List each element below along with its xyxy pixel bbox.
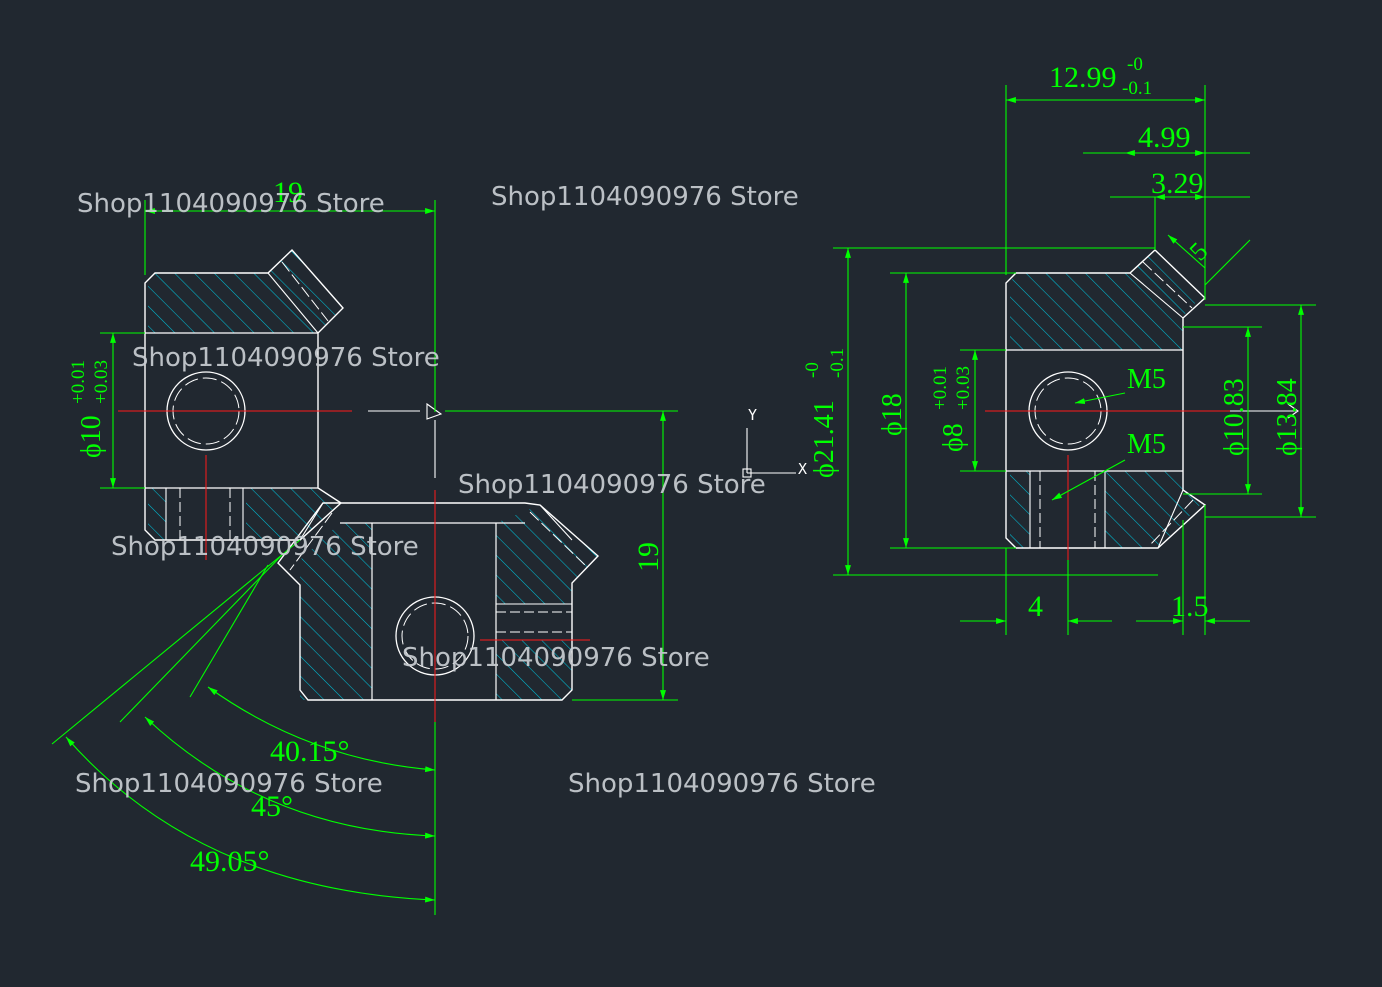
right-outer-diameter: ϕ21.41 bbox=[809, 400, 840, 478]
right-hub-diameter: ϕ18 bbox=[877, 393, 908, 436]
left-gear-lower bbox=[277, 490, 600, 722]
watermarks: Shop1104090976 Store Shop1104090976 Stor… bbox=[75, 182, 876, 799]
angle-dim-3: 49.05° bbox=[190, 845, 270, 878]
right-bore-diameter: ϕ8 bbox=[938, 423, 969, 452]
right-dim-lines bbox=[833, 85, 1316, 635]
right-overall-tol-upper: -0 bbox=[1127, 54, 1143, 75]
right-overall-width: 12.99 bbox=[1049, 61, 1117, 94]
right-thread-top: M5 bbox=[1127, 364, 1166, 395]
right-dim-a: 4.99 bbox=[1138, 121, 1191, 154]
lower-tooth-left-line bbox=[299, 502, 324, 541]
right-pitch-bottom bbox=[1149, 499, 1194, 546]
watermark-7: Shop1104090976 Store bbox=[75, 769, 383, 799]
watermark-8: Shop1104090976 Store bbox=[568, 769, 876, 799]
left-view: Y X 19 19 ϕ10 +0.01 +0.03 40 bbox=[51, 176, 807, 915]
right-outer-tol-upper: -0 bbox=[802, 362, 823, 378]
lower-pitch-left bbox=[289, 512, 333, 571]
left-width-dim: 19 bbox=[273, 176, 303, 209]
right-dim-b: 3.29 bbox=[1151, 167, 1204, 200]
upper-pitch-line bbox=[281, 261, 329, 322]
upper-hatch-top bbox=[148, 250, 343, 333]
left-bore-tol-upper: +0.01 bbox=[68, 360, 89, 404]
left-bore-tol-lower: +0.03 bbox=[91, 360, 112, 404]
right-view: 12.99 -0 -0.1 4.99 3.29 5 ϕ21.41 -0 -0.1… bbox=[802, 54, 1316, 635]
right-tooth-line-bottom bbox=[1157, 489, 1184, 549]
ucs-y-label: Y bbox=[748, 406, 757, 424]
upper-hatch-bottom-left bbox=[148, 488, 166, 540]
lower-hatch-right-bottom bbox=[496, 640, 572, 700]
left-bore-dim: ϕ10 +0.01 +0.03 bbox=[68, 360, 112, 458]
watermark-6: Shop1104090976 Store bbox=[402, 643, 710, 673]
right-axis-arrow bbox=[1287, 403, 1299, 419]
watermark-4: Shop1104090976 Store bbox=[458, 470, 766, 500]
left-bore-diameter: ϕ10 bbox=[76, 415, 107, 458]
angle-dim-1: 40.15° bbox=[270, 735, 350, 768]
lower-pitch-right bbox=[529, 511, 587, 567]
angle-dim-2: 45° bbox=[251, 790, 293, 823]
right-hatch-top bbox=[1010, 250, 1200, 350]
watermark-5: Shop1104090976 Store bbox=[111, 532, 419, 562]
lower-hatch-right-top bbox=[496, 505, 598, 604]
right-overall-width-dim: 12.99 -0 -0.1 bbox=[1049, 54, 1152, 99]
right-inner-diameter-b: ϕ13.84 bbox=[1272, 378, 1303, 456]
right-hatch-bottom-left bbox=[1010, 471, 1030, 548]
right-pitch-top bbox=[1142, 261, 1193, 309]
right-tooth-line-top bbox=[1129, 272, 1184, 319]
watermark-1: Shop1104090976 Store bbox=[77, 189, 385, 219]
watermark-2: Shop1104090976 Store bbox=[491, 182, 799, 212]
right-bore-tol-lower: +0.03 bbox=[953, 366, 974, 410]
right-offset: 1.5 bbox=[1171, 590, 1209, 623]
upper-tooth-line bbox=[267, 272, 319, 334]
right-bore-tol-upper: +0.01 bbox=[930, 366, 951, 410]
left-dim-lines bbox=[51, 200, 678, 915]
upper-hatch-bottom bbox=[246, 488, 341, 540]
right-outer-diameter-dim: ϕ21.41 -0 -0.1 bbox=[802, 348, 848, 478]
upper-outline bbox=[144, 248, 344, 541]
watermark-3: Shop1104090976 Store bbox=[132, 343, 440, 373]
right-outer-tol-lower: -0.1 bbox=[827, 348, 848, 378]
right-hatch-bottom-right bbox=[1105, 471, 1200, 548]
left-gear-upper bbox=[118, 248, 352, 560]
right-bore-dim: ϕ8 +0.01 +0.03 bbox=[930, 366, 974, 452]
lower-tooth-right-line bbox=[539, 504, 573, 541]
right-face-width: 5 bbox=[1184, 237, 1214, 267]
right-outline bbox=[1005, 249, 1207, 549]
ucs-icon bbox=[742, 428, 796, 478]
cad-cursor bbox=[368, 402, 443, 478]
right-thread-bottom: M5 bbox=[1127, 429, 1166, 460]
right-hub-length: 4 bbox=[1028, 590, 1043, 623]
ucs-x-label: X bbox=[798, 460, 807, 478]
right-inner-diameter-a: ϕ10.83 bbox=[1219, 378, 1250, 456]
right-overall-tol-lower: -0.1 bbox=[1122, 78, 1152, 99]
lower-hatch-left bbox=[300, 523, 372, 700]
left-height-dim: 19 bbox=[632, 542, 665, 572]
